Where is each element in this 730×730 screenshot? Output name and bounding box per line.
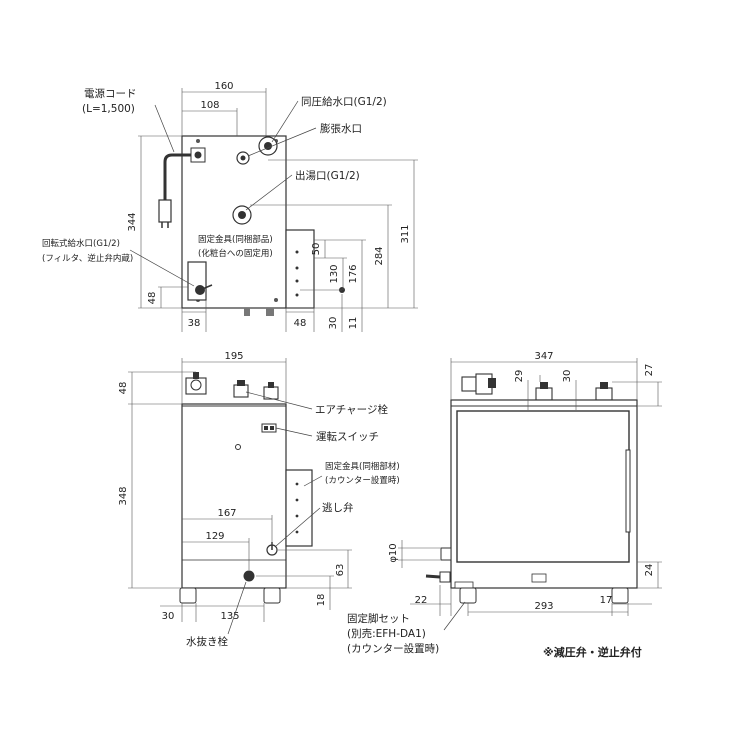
- dim-195: 195: [224, 351, 243, 362]
- dim-50: 50: [311, 243, 322, 256]
- air-charge-plug-icon: [233, 384, 249, 398]
- label-fixed-leg-note: (カウンター設置時): [347, 642, 439, 655]
- front-view-body: [181, 403, 287, 589]
- dim-48-bottom: 48: [294, 318, 307, 329]
- label-power-cord-length: (L=1,500): [82, 103, 135, 115]
- dim-48-front: 48: [118, 382, 129, 395]
- dim-30-side: 30: [562, 370, 573, 383]
- label-expansion-port: 膨張水口: [320, 122, 362, 135]
- label-rotary-inlet: 回転式給水口(G1/2): [42, 238, 120, 249]
- label-fixing-bracket-front-note: (カウンター設置時): [325, 475, 400, 486]
- label-relief-valve: 逃し弁: [322, 501, 354, 514]
- top-view: 160 108 344 48 311 284 176 130 50: [42, 81, 418, 332]
- dim-160: 160: [214, 81, 233, 92]
- label-inlet-same-pressure: 同圧給水口(G1/2): [301, 95, 387, 108]
- side-view-panel: [456, 410, 630, 563]
- dim-284: 284: [374, 246, 385, 265]
- dim-344: 344: [127, 212, 138, 231]
- footnote: ※減圧弁・逆止弁付: [543, 645, 642, 659]
- label-fixing-bracket-front: 固定金具(同梱部材): [325, 461, 400, 472]
- fixed-leg-icon: [459, 587, 477, 604]
- drain-plug-icon: [243, 570, 255, 582]
- front-view-bracket: [285, 469, 313, 547]
- dim-129: 129: [205, 531, 224, 542]
- label-air-charge-plug: エアチャージ栓: [315, 403, 388, 416]
- dim-108: 108: [200, 100, 219, 111]
- dim-18: 18: [316, 594, 327, 607]
- side-view: 347 29 30 27 φ10 24 22 293 17 固定脚セット: [347, 351, 662, 659]
- power-cord: [163, 153, 191, 200]
- dim-phi10: φ10: [388, 543, 399, 562]
- dim-135: 135: [220, 611, 239, 622]
- top-view-bracket: [285, 229, 315, 309]
- dim-30-front: 30: [162, 611, 175, 622]
- dim-311: 311: [400, 224, 411, 243]
- dim-27: 27: [644, 364, 655, 377]
- dim-167: 167: [217, 508, 236, 519]
- label-run-switch: 運転スイッチ: [316, 431, 379, 443]
- label-rotary-inlet-note: (フィルタ、逆止弁内蔵): [42, 253, 133, 264]
- power-plug-icon: [158, 199, 172, 223]
- dim-29: 29: [514, 370, 525, 383]
- dim-48-left: 48: [147, 292, 158, 305]
- dim-293: 293: [534, 601, 553, 612]
- label-fixed-leg-set: 固定脚セット: [347, 612, 410, 625]
- front-view: 195 48 348 167 129 63 18 30 135 エアチャージ: [118, 351, 400, 648]
- dim-63: 63: [335, 564, 346, 577]
- label-fixing-bracket-top-note: (化粧台への固定用): [198, 248, 273, 259]
- dim-38: 38: [188, 318, 201, 329]
- label-fixed-leg-model: (別売:EFH-DA1): [347, 627, 426, 640]
- dim-11: 11: [348, 317, 359, 330]
- dim-176: 176: [348, 264, 359, 283]
- rotary-inlet-icon: [187, 261, 207, 301]
- label-outlet: 出湯口(G1/2): [295, 169, 360, 182]
- dim-130: 130: [329, 264, 340, 283]
- label-drain-plug: 水抜き栓: [186, 635, 228, 648]
- dim-22: 22: [415, 595, 428, 606]
- label-fixing-bracket-top: 固定金具(同梱部品): [198, 234, 273, 245]
- dim-17: 17: [600, 595, 613, 606]
- dim-347: 347: [534, 351, 553, 362]
- dim-24: 24: [644, 564, 655, 577]
- dim-30-top: 30: [328, 317, 339, 330]
- label-power-cord: 電源コード: [84, 87, 137, 100]
- dim-348: 348: [118, 486, 129, 505]
